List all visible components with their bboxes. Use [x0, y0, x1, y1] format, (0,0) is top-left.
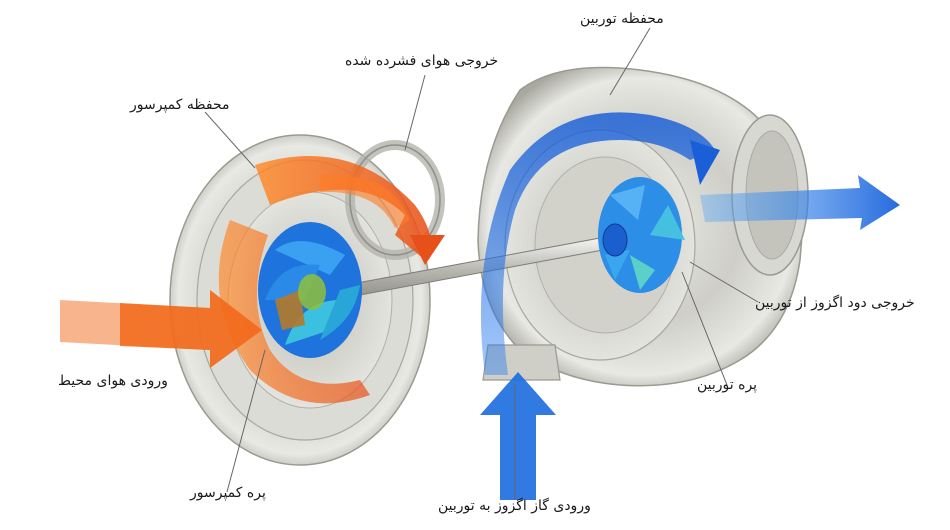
exhaust-gas-inlet-arrow: [480, 372, 556, 500]
label-turbine-blade: پره توربین: [697, 377, 758, 393]
turbine-impeller: [598, 177, 685, 293]
label-exhaust-gas-inlet: ورودی گاز اگزوز به توربین: [438, 498, 591, 514]
turbine-exhaust-flow: [480, 112, 900, 375]
compressor-impeller: [258, 222, 362, 358]
compressor-air-flow: [218, 156, 445, 404]
leader-lines: [204, 27, 759, 500]
label-compressor-blade: پره کمپرسور: [190, 485, 266, 501]
label-ambient-air-inlet: ورودی هوای محیط: [58, 373, 168, 389]
label-turbine-housing: محفظه توربین: [580, 11, 664, 27]
label-compressor-housing: محفظه کمپرسور: [130, 97, 230, 113]
label-compressed-air-outlet: خروجی هوای فشرده شده: [345, 53, 499, 69]
label-exhaust-outlet: خروجی دود اگزوز از توربین: [755, 295, 915, 311]
ambient-air-inlet-arrow: [60, 290, 262, 368]
